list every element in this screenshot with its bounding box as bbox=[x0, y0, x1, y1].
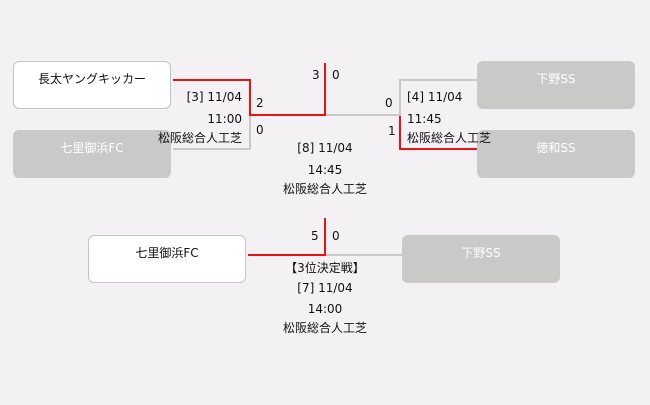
match-venue: 松阪総合人工芝 bbox=[282, 182, 367, 196]
bracket-line-lose bbox=[249, 116, 251, 150]
bracket-line-final bbox=[324, 63, 326, 116]
match-title: 【3位決定戦】 bbox=[285, 261, 365, 275]
match-venue: 松阪総合人工芝 bbox=[157, 131, 242, 145]
team-box-right-top[interactable]: 下野SS bbox=[477, 61, 635, 109]
bracket-line-lose bbox=[399, 79, 401, 116]
bracket-line-win bbox=[249, 114, 326, 116]
match-venue: 松阪総合人工芝 bbox=[407, 131, 492, 145]
score: 1 bbox=[388, 124, 396, 138]
bracket-line-lose bbox=[173, 148, 251, 150]
bracket-line-lose bbox=[326, 254, 402, 256]
bracket-line-lose bbox=[326, 114, 401, 116]
bracket-line-win bbox=[324, 218, 326, 256]
bracket-line-win bbox=[399, 116, 401, 150]
match-time: 11:45 bbox=[407, 112, 442, 126]
match-venue: 松阪総合人工芝 bbox=[282, 321, 367, 335]
match-time: 14:00 bbox=[307, 302, 343, 316]
bracket-line-win bbox=[173, 79, 251, 81]
team-box-right-bottom[interactable]: 徳和SS bbox=[477, 130, 635, 178]
score: 0 bbox=[332, 229, 340, 243]
match-time: 14:45 bbox=[307, 163, 343, 177]
team-box-left-bottom[interactable]: 七里御浜FC bbox=[13, 130, 171, 178]
bracket-line-win bbox=[248, 254, 326, 256]
score: 5 bbox=[311, 229, 319, 243]
score: 3 bbox=[312, 68, 320, 82]
team-box-left-top[interactable]: 長太ヤングキッカー bbox=[13, 61, 171, 109]
bracket-line-win bbox=[249, 79, 251, 116]
team-box-third-right[interactable]: 下野SS bbox=[402, 235, 560, 283]
score: 2 bbox=[256, 96, 264, 110]
match-number: [8] 11/04 bbox=[297, 141, 353, 155]
team-box-third-left[interactable]: 七里御浜FC bbox=[88, 235, 246, 283]
bracket-line-win bbox=[399, 148, 477, 150]
match-time: 11:00 bbox=[207, 112, 242, 126]
match-number: [4] 11/04 bbox=[407, 90, 463, 104]
score: 0 bbox=[385, 96, 393, 110]
score: 0 bbox=[332, 68, 340, 82]
bracket-line-lose bbox=[399, 79, 477, 81]
match-number: [7] 11/04 bbox=[297, 281, 353, 295]
match-number: [3] 11/04 bbox=[186, 90, 242, 104]
score: 0 bbox=[256, 123, 264, 137]
